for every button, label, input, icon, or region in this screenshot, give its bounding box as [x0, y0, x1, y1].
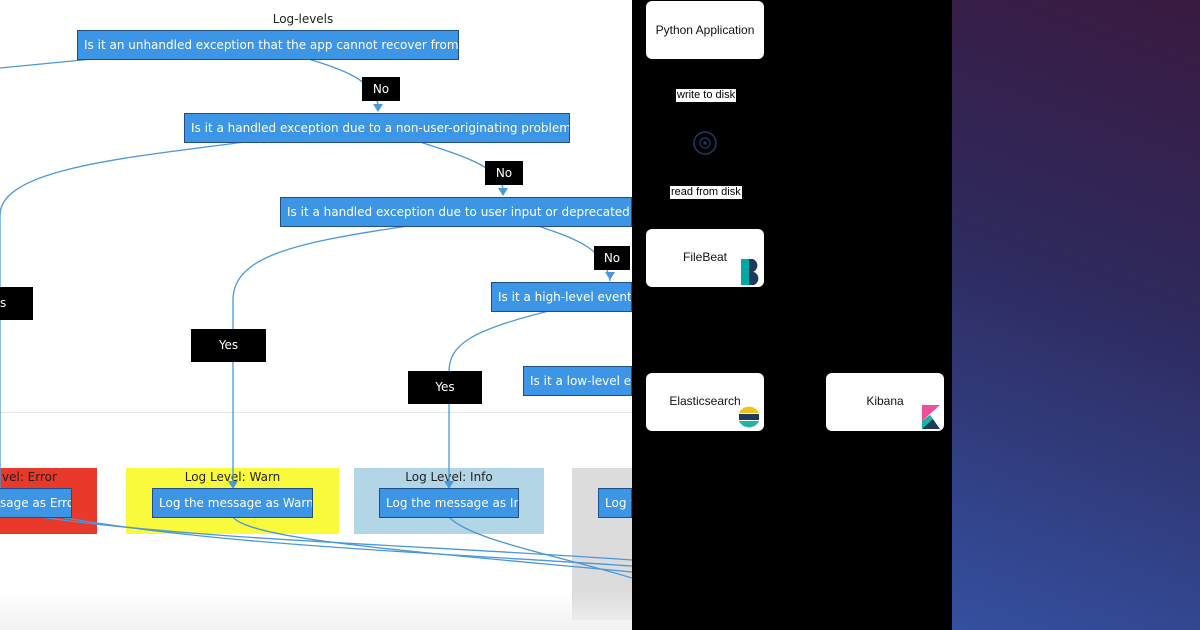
node-kibana-label: Kibana: [866, 394, 904, 408]
edge-label-write-to-disk: write to disk: [676, 89, 737, 102]
gradient-background-panel: [952, 0, 1200, 630]
question-fatal[interactable]: Is it an unhandled exception that the ap…: [77, 30, 459, 60]
log-levels-flowchart: vel: Error Log Level: Warn Log Level: In…: [0, 0, 632, 630]
edge-label-read-from-disk: read from disk: [670, 186, 742, 199]
edge-label-yes: s: [0, 287, 33, 320]
question-error[interactable]: Is it a handled exception due to a non-u…: [184, 113, 570, 143]
elk-pipeline-diagram: Python Application write to disk read fr…: [634, 0, 948, 630]
divider-line: [0, 412, 632, 413]
edge-warning-no: [537, 225, 611, 282]
filebeat-logo-icon: [741, 259, 759, 285]
question-info[interactable]: Is it a high-level event in: [491, 282, 632, 312]
edge-warning-yes: [232, 225, 409, 488]
chart-title: Log-levels: [272, 12, 334, 26]
edge-label-no: No: [594, 246, 630, 270]
edge-info-yes: [448, 309, 554, 488]
action-error[interactable]: sage as Error: [0, 488, 72, 518]
node-elasticsearch-label: Elasticsearch: [669, 394, 741, 408]
edge-fan-3: [232, 516, 632, 573]
node-kibana[interactable]: Kibana: [826, 373, 944, 431]
node-elasticsearch[interactable]: Elasticsearch: [646, 373, 764, 431]
disk-icon: [693, 131, 717, 155]
edge-fan-4: [448, 516, 632, 579]
arrowhead: [444, 481, 454, 489]
action-debug[interactable]: Log t: [598, 488, 632, 518]
question-warning[interactable]: Is it a handled exception due to user in…: [280, 197, 632, 227]
arrowhead: [228, 481, 238, 489]
node-filebeat-label: FileBeat: [682, 250, 728, 264]
question-debug[interactable]: Is it a low-level eve: [523, 366, 632, 396]
action-info[interactable]: Log the message as Info: [379, 488, 519, 518]
edge-error-yes: [0, 141, 246, 498]
edge-label-no: No: [485, 161, 523, 185]
edge-label-yes: Yes: [408, 371, 482, 404]
kibana-logo-icon: [922, 405, 940, 429]
edge-fan-2: [59, 516, 632, 567]
arrowhead: [605, 272, 615, 280]
edge-label-no: No: [362, 77, 400, 101]
flowchart-edges: [0, 57, 632, 579]
node-python-application[interactable]: Python Application: [646, 1, 764, 59]
edge-label-yes: Yes: [191, 329, 266, 362]
node-filebeat[interactable]: FileBeat: [646, 229, 764, 287]
arrowhead: [498, 188, 508, 196]
bottom-fade: [0, 592, 632, 630]
action-warning[interactable]: Log the message as Warning: [152, 488, 313, 518]
arrowhead: [373, 104, 383, 112]
zone-error-title: vel: Error: [2, 470, 57, 484]
elasticsearch-logo-icon: [739, 406, 759, 428]
node-python-application-label: Python Application: [655, 23, 755, 37]
